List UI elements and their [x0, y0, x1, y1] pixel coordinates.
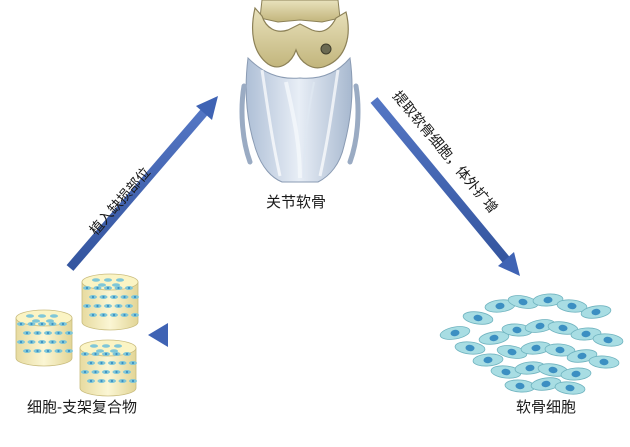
scaffold-composites — [15, 273, 139, 397]
chondrocyte-cell — [530, 377, 562, 391]
cartilage-label: 关节软骨 — [266, 193, 326, 211]
chondrocyte-cell — [544, 343, 576, 357]
chondrocyte-cell — [478, 331, 510, 345]
chondrocyte-cluster — [439, 293, 624, 395]
composite-label: 细胞-支架复合物 — [27, 398, 137, 416]
chondrocyte-cell — [472, 353, 504, 367]
scaffold-cylinder — [15, 309, 73, 367]
chondrocytes-label: 软骨细胞 — [516, 398, 576, 416]
chondrocyte-cell — [556, 299, 588, 313]
cartilage-defect-spot — [320, 43, 332, 55]
seed-arrow — [148, 323, 428, 347]
chondrocyte-cell — [560, 367, 592, 381]
extract-arrow — [370, 97, 520, 276]
extract-label: 提取软骨细胞，体外扩增 — [389, 88, 500, 216]
chondrocyte-cell — [439, 326, 471, 340]
implant-label: 植入缺损部位 — [87, 165, 154, 239]
scaffold-cylinder — [79, 339, 137, 397]
chondrocyte-cell — [454, 341, 486, 355]
chondrocyte-cell — [554, 381, 586, 395]
chondrocyte-cell — [592, 333, 624, 347]
chondrocyte-cell — [524, 319, 556, 333]
scaffold-cylinder — [81, 273, 139, 331]
chondrocyte-cell — [580, 305, 612, 319]
knee-joint-illustration — [239, 0, 361, 183]
chondrocyte-cell — [490, 365, 522, 379]
chondrocyte-cell — [501, 323, 533, 337]
chondrocyte-cell — [504, 379, 536, 393]
chondrocyte-cell — [520, 341, 552, 355]
chondrocyte-cell — [496, 345, 528, 359]
chondrocyte-cell — [532, 293, 564, 307]
implant-arrow — [66, 96, 218, 271]
chondrocyte-cell — [588, 355, 620, 369]
chondrocyte-cell — [462, 311, 494, 325]
